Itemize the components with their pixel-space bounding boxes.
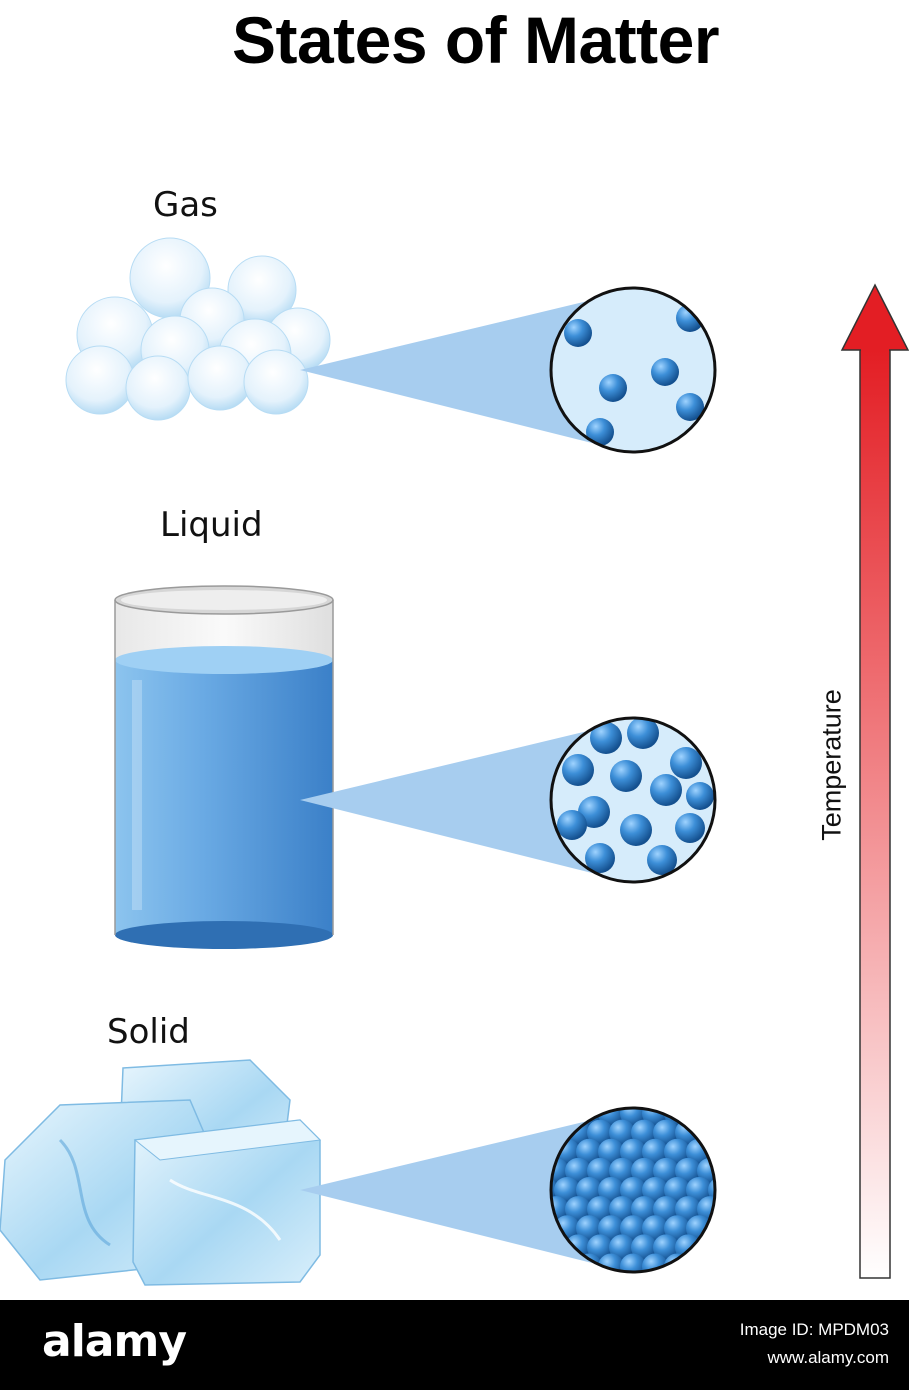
solid-particle xyxy=(708,1215,734,1241)
solid-particle xyxy=(730,1100,756,1126)
solid-particle xyxy=(719,1120,745,1146)
solid-particle xyxy=(708,1139,734,1165)
footer-bar: alamy Image ID: MPDM03 www.alamy.com xyxy=(0,1300,909,1390)
solid-particle xyxy=(686,1254,712,1280)
solid-particle xyxy=(741,1120,767,1146)
solid-particle xyxy=(708,1254,734,1280)
solid-particle xyxy=(730,1139,756,1165)
solid-particle xyxy=(510,1254,536,1280)
liquid-label: Liquid xyxy=(160,505,263,545)
solid-particle xyxy=(686,1100,712,1126)
solid-particle xyxy=(730,1215,756,1241)
temperature-label: Temperature xyxy=(817,689,848,841)
solid-particle xyxy=(708,1100,734,1126)
solid-particle xyxy=(532,1100,558,1126)
gas-particle-view xyxy=(551,288,715,452)
solid-particle xyxy=(719,1158,745,1184)
gas-label: Gas xyxy=(153,185,218,225)
page-title: States of Matter xyxy=(0,2,909,78)
liquid-glass xyxy=(115,586,333,949)
diagram: States of Matter Gas Liquid Solid Temper… xyxy=(0,0,909,1300)
solid-particle xyxy=(554,1100,580,1126)
solid-particle xyxy=(719,1234,745,1260)
site-url: www.alamy.com xyxy=(767,1348,889,1368)
brand-logo: alamy xyxy=(42,1316,186,1367)
solid-ice-cubes xyxy=(0,1060,320,1285)
solid-particle xyxy=(532,1254,558,1280)
solid-particle xyxy=(741,1196,767,1222)
temperature-arrow xyxy=(842,285,908,1278)
image-id-text: Image ID: MPDM03 xyxy=(740,1320,889,1340)
solid-particle xyxy=(719,1196,745,1222)
solid-particle xyxy=(730,1254,756,1280)
solid-particle xyxy=(730,1177,756,1203)
diagram-graphics xyxy=(0,0,909,1300)
solid-particle xyxy=(741,1158,767,1184)
liquid-particle-view xyxy=(551,717,715,882)
solid-label: Solid xyxy=(107,1012,190,1052)
solid-particle xyxy=(510,1100,536,1126)
gas-cloud xyxy=(66,238,330,420)
solid-particle xyxy=(741,1234,767,1260)
